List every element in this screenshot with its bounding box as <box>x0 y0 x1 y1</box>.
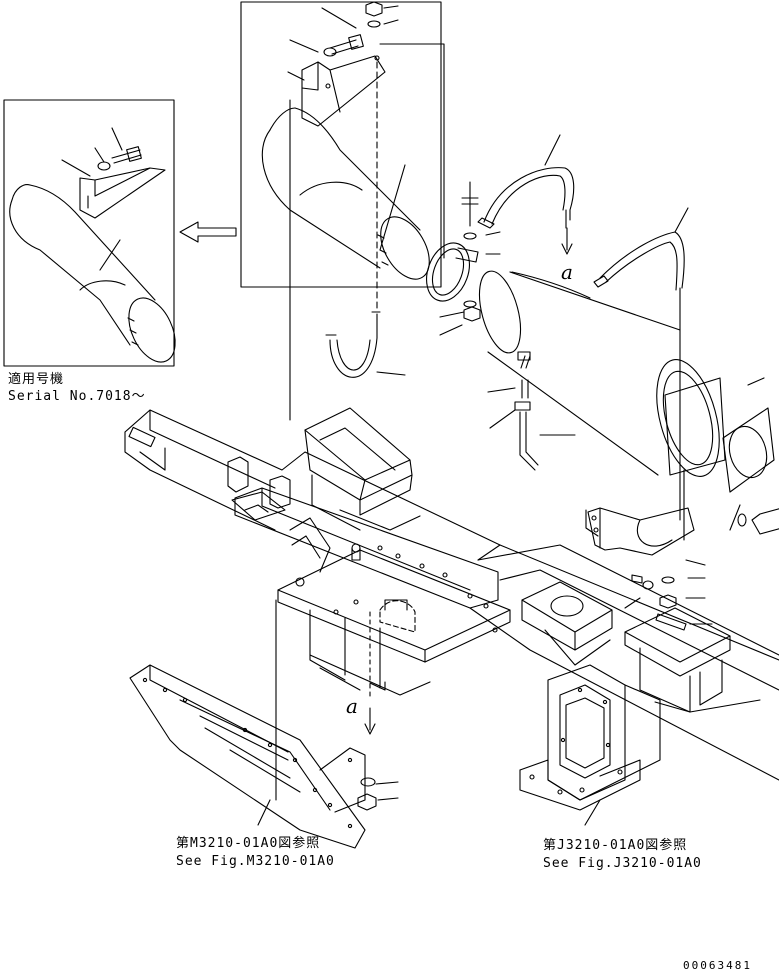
lower-fasteners <box>275 599 399 811</box>
right-mount-assembly <box>521 507 761 713</box>
chassis-frame <box>124 407 779 781</box>
muffler-strap-rear <box>593 207 689 521</box>
flange-gasket <box>722 377 779 535</box>
alignment-line-upper <box>379 43 445 259</box>
inset-title-label: 適用号機 <box>8 372 65 387</box>
muffler-body <box>478 270 726 477</box>
reference-m3210-line1: 第M3210-01A0図参照 <box>176 836 321 851</box>
misc-leaders <box>585 469 685 541</box>
muffler-strap-front <box>477 134 575 255</box>
reference-j3210-line2: See Fig.J3210-01A0 <box>543 856 702 871</box>
lower-left-bracket <box>129 664 366 849</box>
inset-pointer-arrow <box>179 221 237 243</box>
inset-variant-panel <box>3 99 176 367</box>
view-mark-a-upper: a <box>561 260 573 284</box>
upper-detail-frame <box>240 1 442 288</box>
reference-m3210-line2: See Fig.M3210-01A0 <box>176 854 335 869</box>
clamp-band <box>426 181 501 336</box>
view-mark-a-lower: a <box>346 694 358 718</box>
inset-serial-label: Serial No.7018～ <box>8 389 146 404</box>
reference-j3210-line1: 第J3210-01A0図参照 <box>543 838 688 853</box>
u-bolt-hanger <box>325 311 406 378</box>
rear-chassis-mount <box>519 664 661 826</box>
drawing-number: 00063481 <box>683 959 752 972</box>
